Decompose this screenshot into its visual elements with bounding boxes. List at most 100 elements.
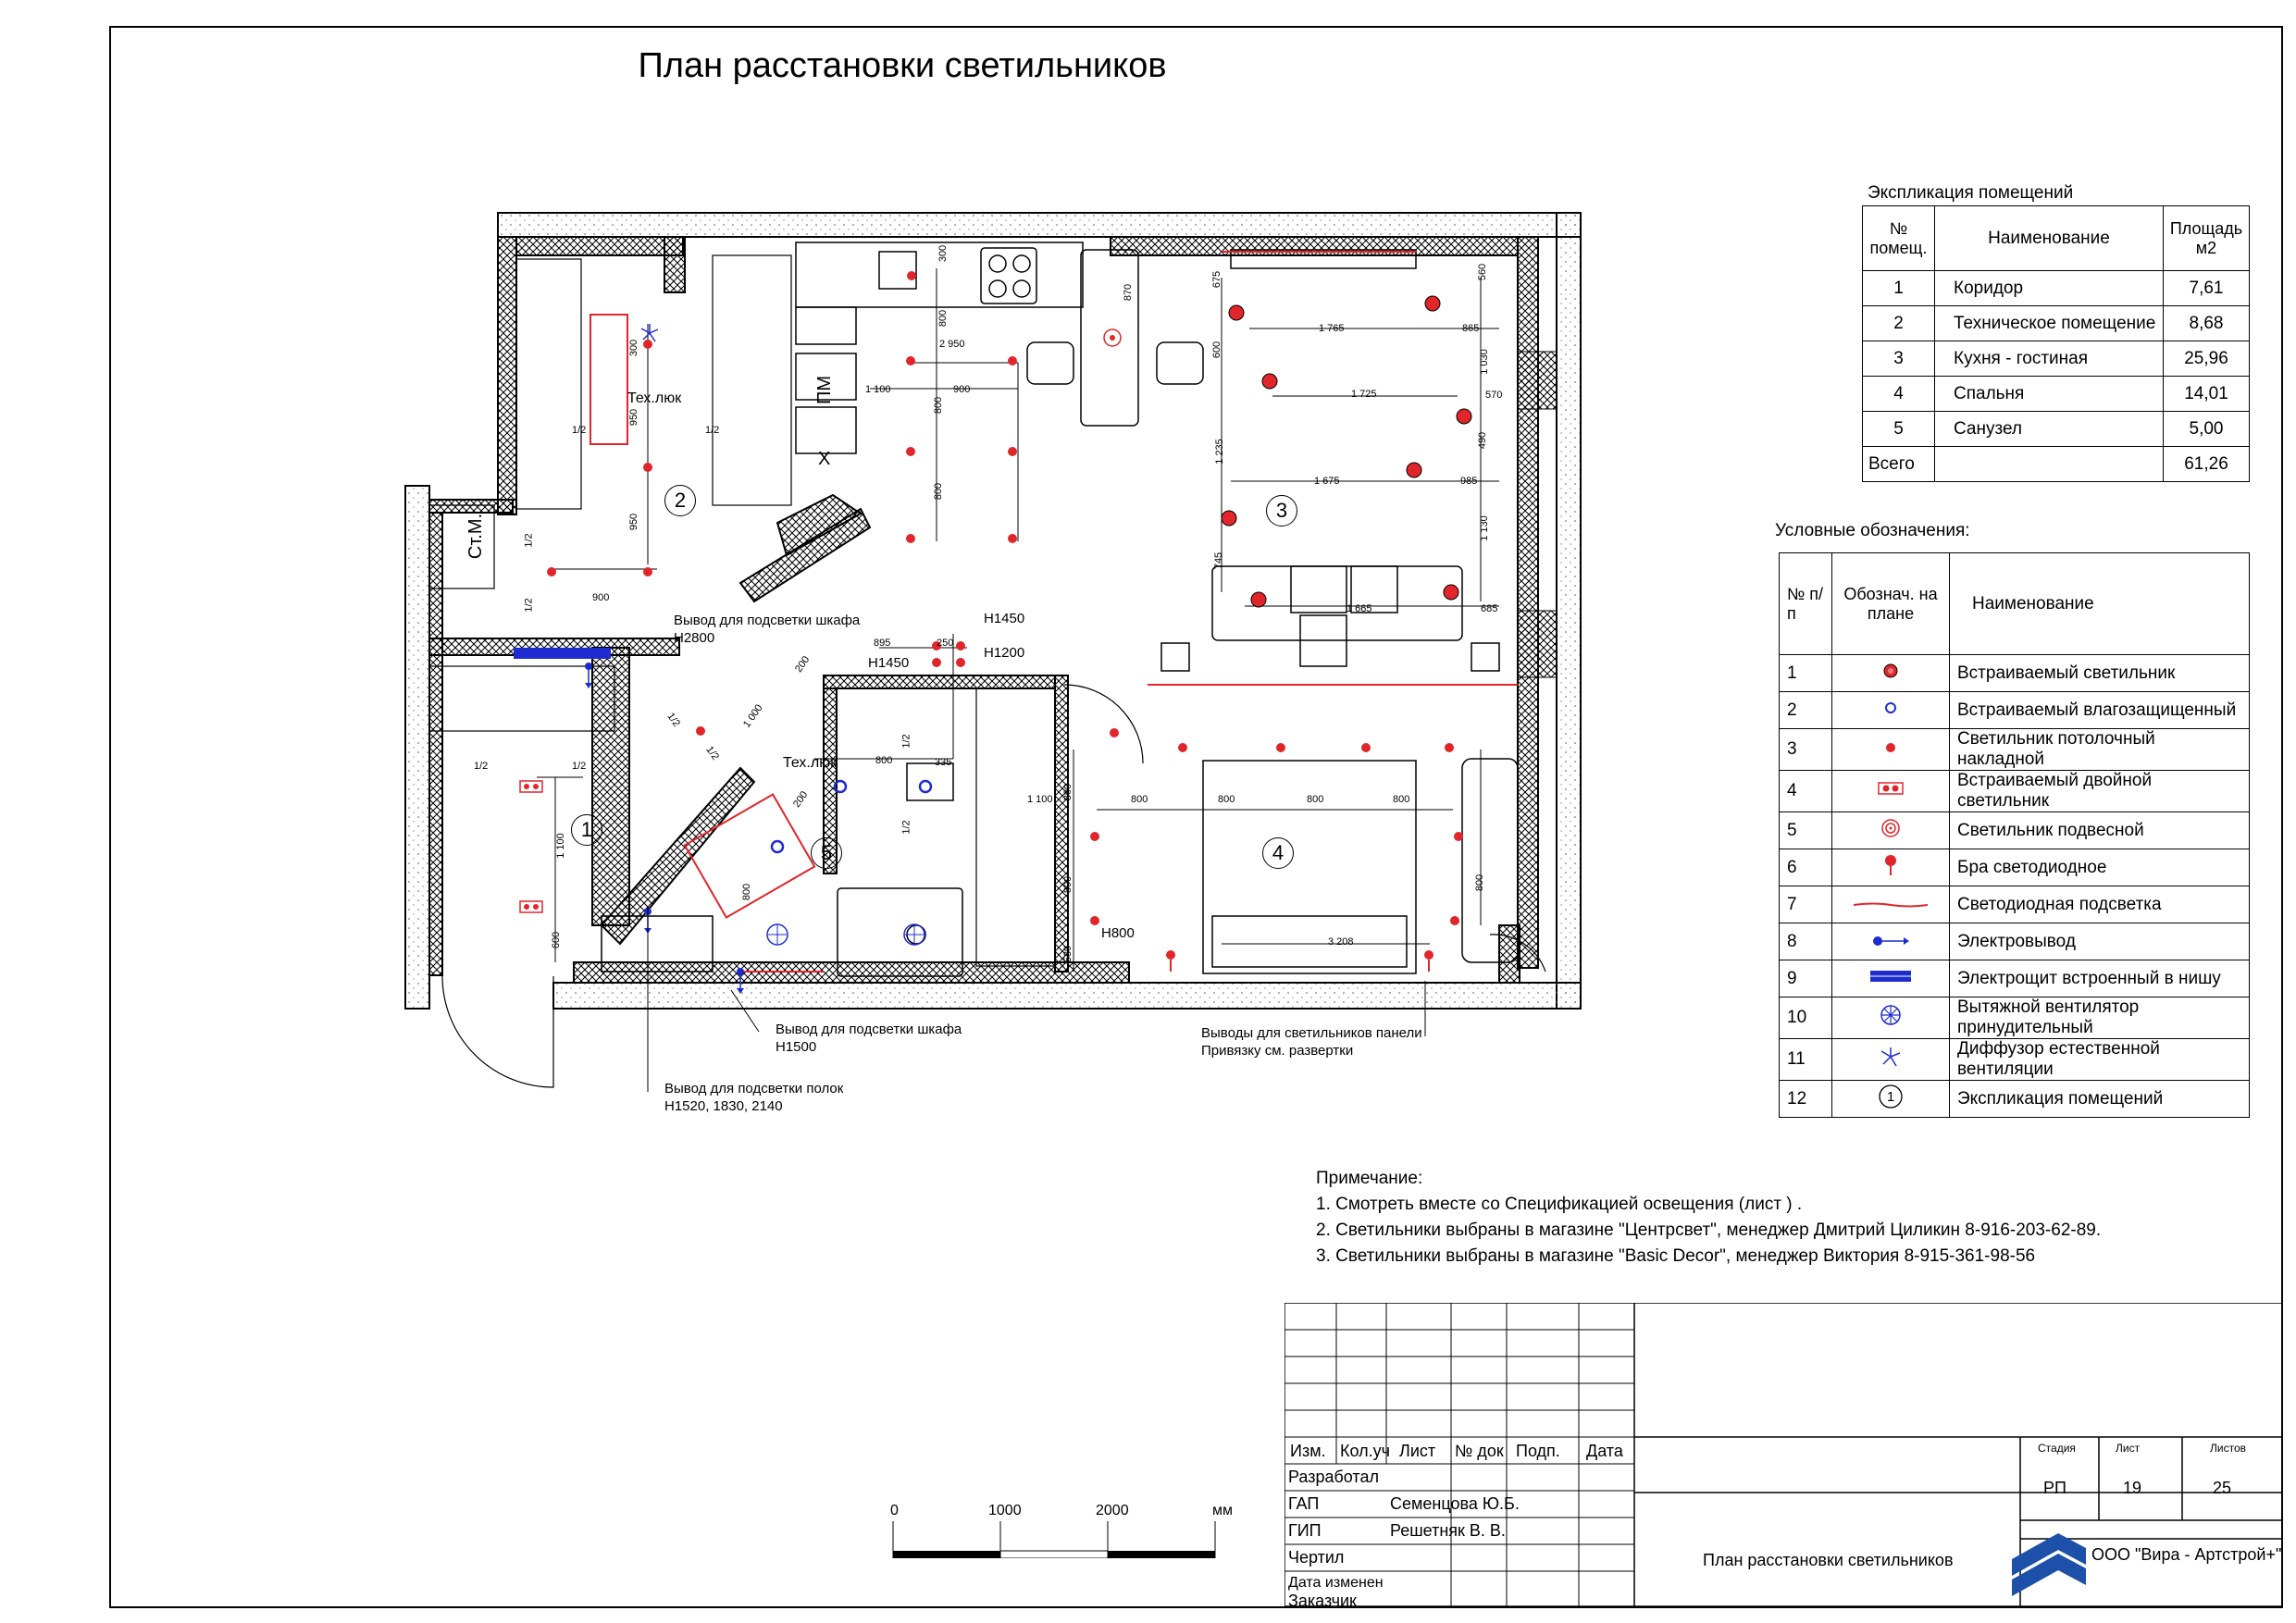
legend-num: 1: [1779, 654, 1832, 692]
title-block-grid: [1285, 1303, 2283, 1607]
stamp-col-date: Дата: [1586, 1442, 1623, 1460]
col-header: Обознач. на плане: [1831, 552, 1950, 655]
dim-text: 300: [937, 244, 949, 263]
room-area: 25,96: [2163, 341, 2250, 377]
led-strips: [590, 251, 1518, 973]
dim-text: 675: [1211, 270, 1223, 289]
dim-text: 1/2: [900, 734, 912, 749]
double-light: [519, 900, 543, 913]
dim-text: 800: [1131, 794, 1148, 805]
x-label: Х: [818, 449, 831, 469]
electrical-panel: [514, 648, 611, 659]
tech-hatch-label: Тех.люк: [783, 755, 838, 771]
dim-text: 1/2: [523, 533, 535, 548]
room-num: 5: [1862, 411, 1935, 447]
legend-num: 6: [1779, 849, 1832, 886]
diffuser: [640, 324, 659, 342]
stamp-sheet-label: Лист: [2116, 1442, 2141, 1455]
legend-row: 1 Встраиваемый светильник: [1779, 654, 2250, 692]
legend-row: 6 Бра светодиодное: [1779, 849, 2250, 886]
ceiling-light: [956, 641, 965, 650]
legend-label: Электрощит встроенный в нишу: [1949, 960, 2250, 997]
dim-text: 800: [1062, 783, 1074, 801]
dim-text: 800: [937, 309, 949, 328]
ceiling-light: [1361, 743, 1371, 752]
dim-text: 900: [592, 592, 610, 603]
ceiling-light: [1110, 728, 1119, 737]
stamp-col-list: Лист: [1399, 1442, 1436, 1460]
legend-label: Диффузор естественной вентиляции: [1949, 1038, 2250, 1081]
waterproof-light: [833, 779, 848, 794]
callout-wardrobe-top: Вывод для подсветки шкафа: [674, 613, 861, 628]
exhaust-fan: [766, 923, 788, 946]
legend-label: Экспликация помещений: [1949, 1080, 2250, 1118]
stamp-name: Решетняк В. В.: [1390, 1521, 1506, 1540]
recessed-light: [1221, 510, 1237, 527]
dim-text: 800: [933, 482, 945, 501]
tech-hatch-label: Тех.люк: [627, 390, 682, 406]
recessed-light: [1443, 584, 1459, 601]
legend-label: Бра светодиодное: [1949, 849, 2250, 886]
legend-num: 2: [1779, 691, 1832, 729]
room-area: 14,01: [2163, 376, 2250, 412]
legend-label: Светильник подвесной: [1949, 812, 2250, 849]
exhaust-fan: [903, 923, 925, 946]
ceiling-light: [1090, 916, 1099, 925]
scale-label: 0: [890, 1503, 899, 1518]
stamp-col-doc: № док: [1455, 1442, 1504, 1460]
electrical-panel-icon: [1831, 960, 1950, 997]
height-label: H1450: [984, 611, 1025, 626]
ceiling-light: [1008, 447, 1017, 456]
legend-label: Электровывод: [1949, 923, 2250, 960]
electrical-outlet-icon: [1831, 923, 1950, 960]
ceiling-light: [906, 447, 915, 456]
stamp-company: ООО "Вира - Артстрой+": [2091, 1545, 2282, 1564]
height-label: H800: [1101, 925, 1135, 941]
note-item: 3. Светильники выбраны в магазине "Basic…: [1316, 1246, 2036, 1266]
stamp-sheet: 19: [2123, 1479, 2142, 1497]
legend-label: Встраиваемый светильник: [1949, 654, 2250, 692]
recessed-light: [1456, 408, 1472, 425]
stamp-sheets-label: Листов: [2210, 1442, 2246, 1455]
dim-text: 530: [1062, 945, 1074, 963]
dim-text: 800: [1218, 794, 1235, 805]
dim-text: 1/2: [705, 425, 720, 436]
kitchen-furniture: [795, 242, 1500, 672]
dim-text: 250: [937, 638, 954, 649]
wall-sconce: [1166, 950, 1175, 972]
total-area: 61,26: [2163, 446, 2250, 482]
dim-text: 300: [628, 339, 640, 357]
legend-label: Встраиваемый двойной светильник: [1949, 770, 2250, 812]
stamp-col-podp: Подп.: [1516, 1442, 1560, 1460]
stamp-role: ГИП: [1288, 1521, 1322, 1540]
stamp-sheets: 25: [2213, 1479, 2232, 1497]
dim-text: 800: [1307, 794, 1324, 805]
room-name: Спальня: [1934, 376, 2164, 412]
col-header: № помещ.: [1862, 205, 1935, 271]
bed: [1202, 758, 1519, 974]
legend-num: 7: [1779, 886, 1832, 923]
dim-text: 1 130: [1478, 515, 1490, 541]
dim-text: 800: [933, 396, 945, 415]
callout-wardrobe-bottom-height: H1500: [776, 1039, 817, 1055]
note-item: 2. Светильники выбраны в магазине "Центр…: [1316, 1220, 2102, 1240]
dim-text: 985: [1460, 476, 1478, 487]
room-num: 3: [1862, 341, 1935, 377]
ceiling-light: [1008, 356, 1017, 365]
dim-text: 1/2: [572, 425, 587, 436]
waterproof-light-icon: [1831, 691, 1950, 729]
pm-label: ПМ: [814, 375, 836, 405]
legend-num: 3: [1779, 728, 1832, 771]
room-num: 1: [1862, 270, 1935, 306]
scale-label: мм: [1212, 1503, 1233, 1518]
ceiling-light: [906, 356, 915, 365]
legend-caption: Условные обозначения:: [1775, 521, 1970, 540]
room-number-1: 1: [571, 814, 602, 846]
wall-sconce-icon: [1831, 849, 1950, 886]
